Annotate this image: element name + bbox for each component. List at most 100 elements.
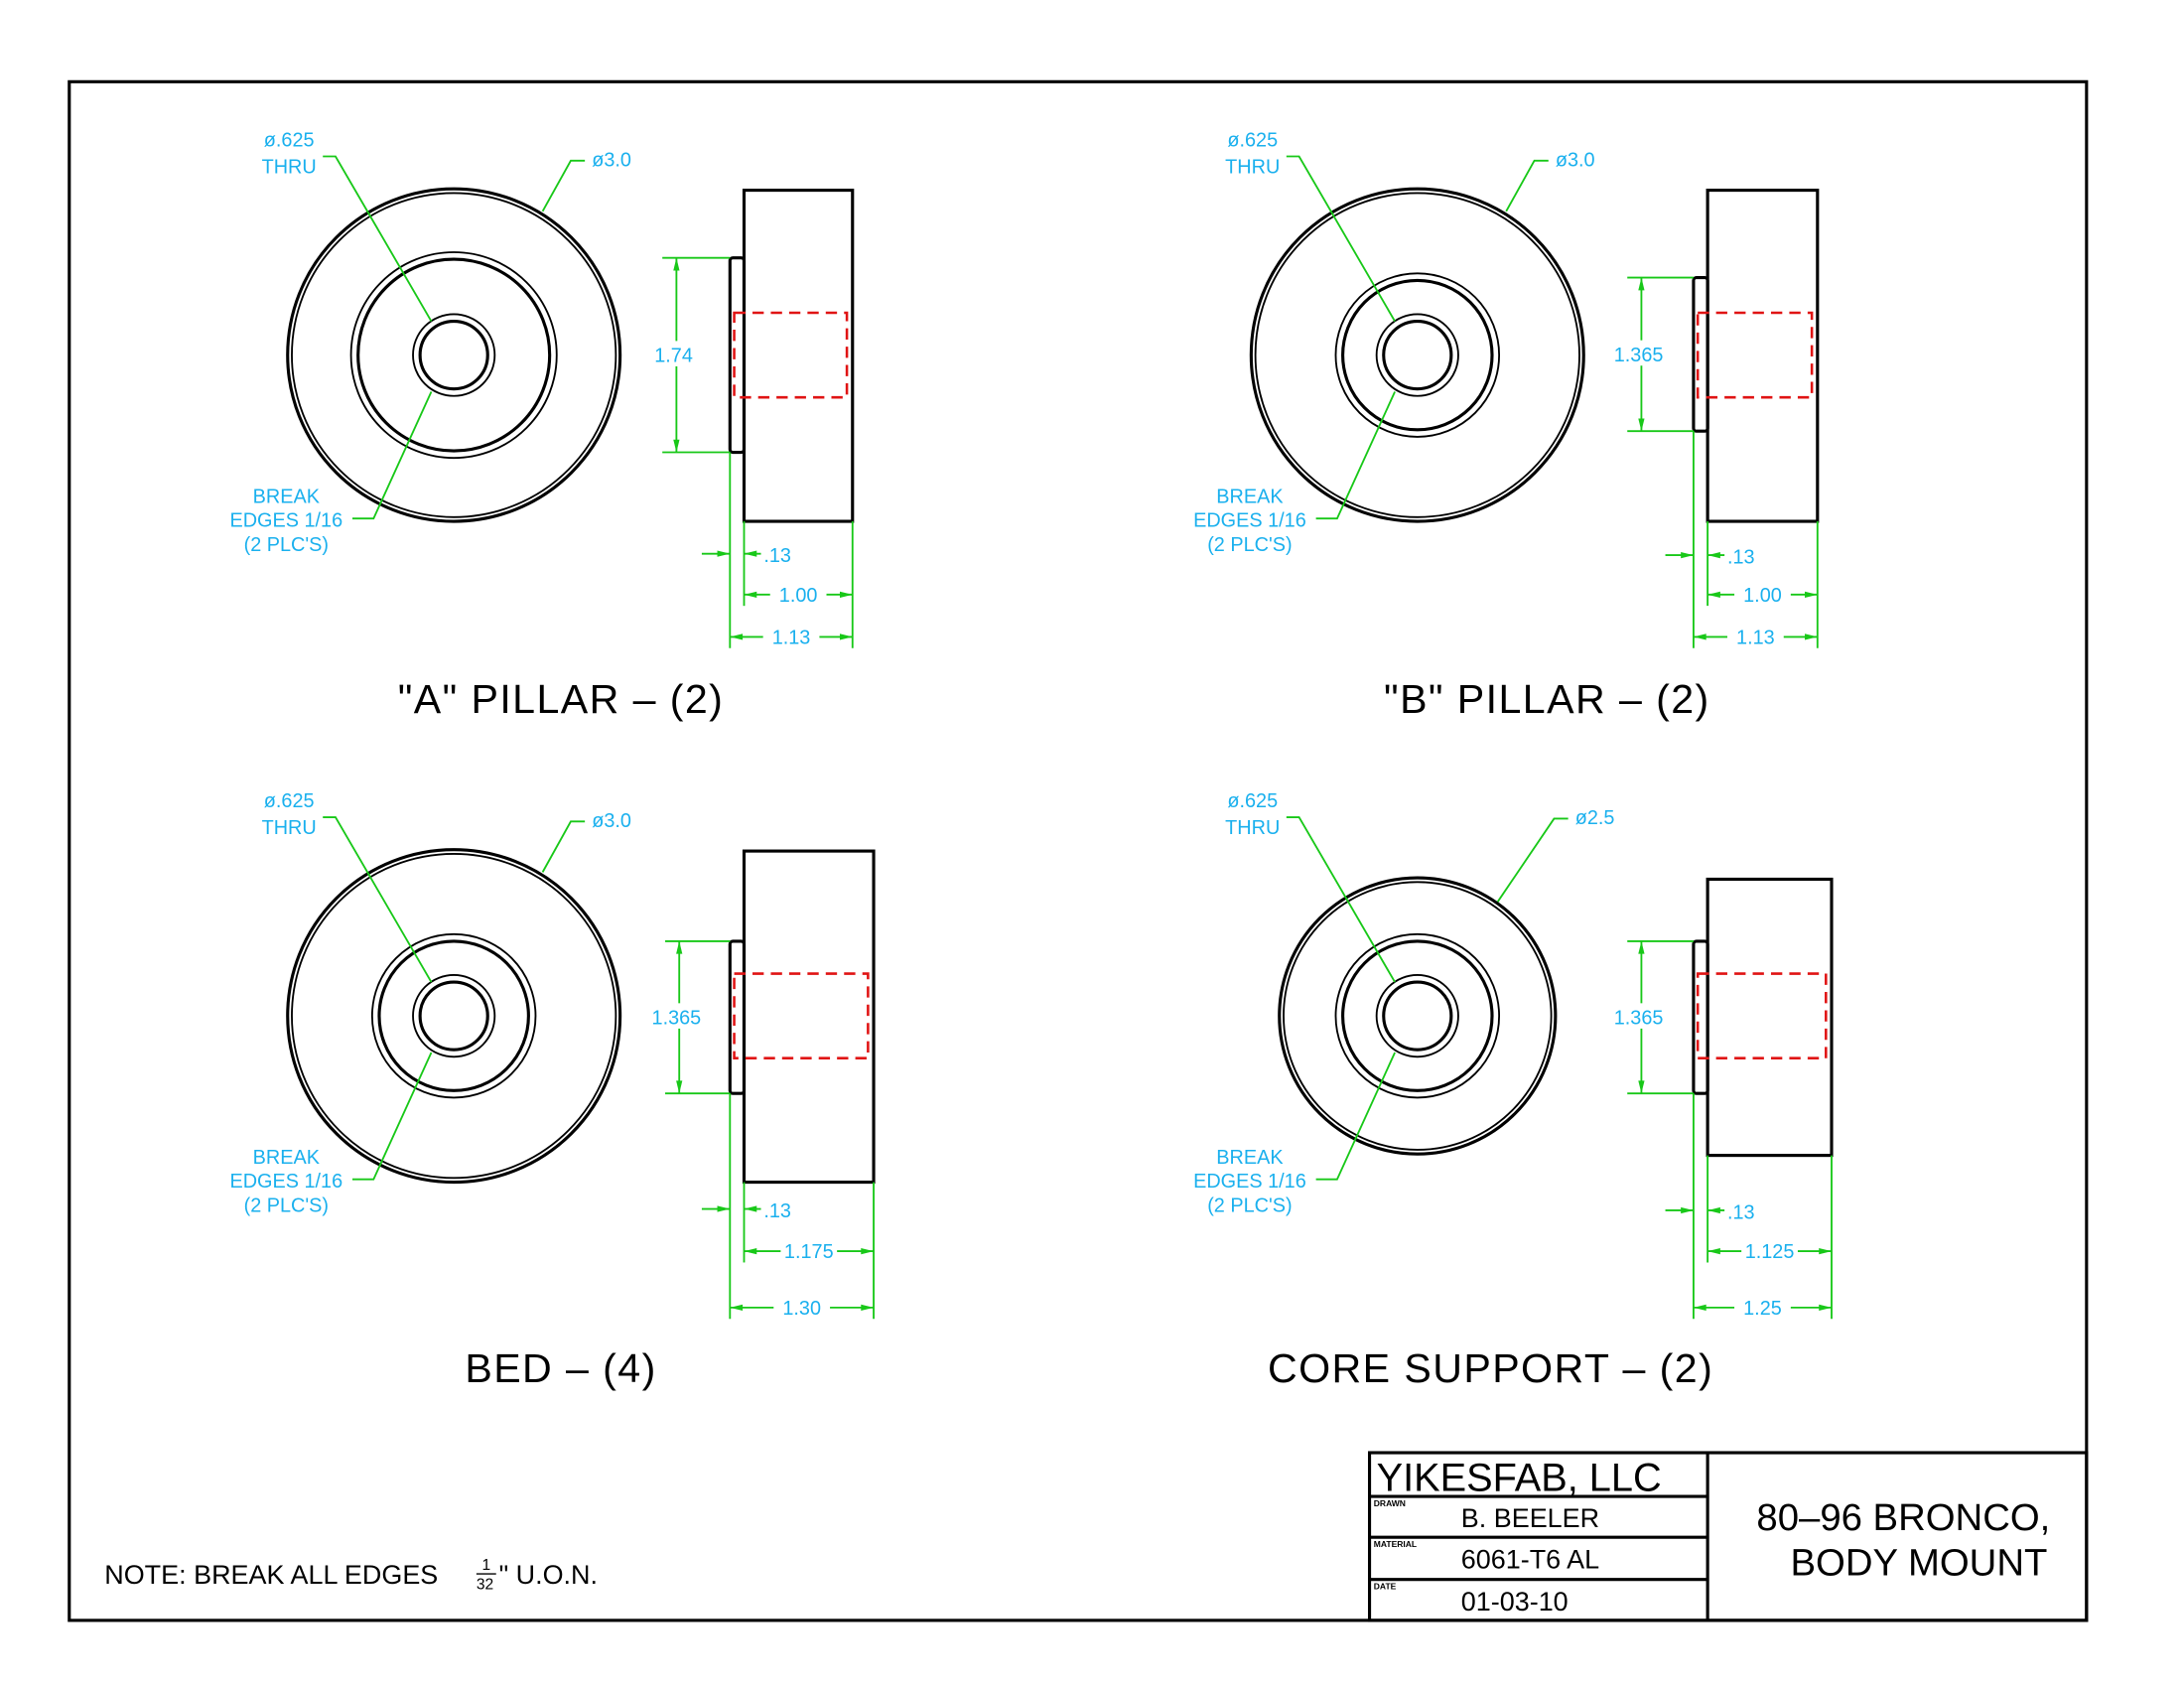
arrowhead-icon: [673, 439, 680, 453]
dimension-text-mask: [645, 341, 708, 366]
boss-diameter-dimension: 1.74: [654, 346, 693, 367]
dimension-text-mask: [773, 1295, 831, 1320]
break-edges-leader-line: [1315, 1052, 1396, 1181]
hole-callout: THRU: [1225, 157, 1280, 179]
note-text: NOTE: BREAK ALL EDGES: [104, 1560, 438, 1590]
date-label: DATE: [1374, 1582, 1397, 1592]
dimension-text-mask: [648, 1003, 711, 1029]
hidden-bore-lines: [1696, 311, 1814, 399]
arrowhead-icon: [1819, 1304, 1832, 1311]
outer-diameter-leader-line: [1505, 159, 1549, 212]
break-edges-callout: (2 PLC'S): [1207, 534, 1292, 556]
thru-hole-circle: [418, 319, 489, 391]
boss-chamfer-circle: [349, 251, 558, 460]
general-note: NOTE: BREAK ALL EDGES 1 32 " U.O.N.: [104, 1557, 598, 1594]
break-edges-callout: EDGES 1/16: [229, 1171, 342, 1193]
dimension-text-mask: [762, 624, 820, 648]
arrowhead-icon: [1707, 551, 1720, 559]
arrowhead-icon: [1805, 591, 1818, 598]
title-block-frame: [1367, 1451, 2089, 1622]
drawn-label: DRAWN: [1374, 1498, 1406, 1508]
arrowhead-icon: [1707, 591, 1720, 598]
hole-callout: ø.625: [1227, 130, 1278, 152]
hole-leader-line: [1286, 155, 1396, 323]
boss-chamfer-circle: [1334, 932, 1501, 1099]
arrowhead-icon: [744, 550, 757, 557]
overall-length-dimension: 1.25: [1743, 1298, 1782, 1320]
break-edges-callout: EDGES 1/16: [1193, 510, 1306, 532]
drawing-title-line1: 80–96 BRONCO,: [1756, 1496, 2050, 1539]
dimension-text-mask: [1610, 1003, 1673, 1029]
body-length-dimension: 1.00: [1743, 585, 1782, 607]
side-view-boss: [728, 939, 747, 1095]
arrowhead-icon: [1707, 1206, 1720, 1214]
outer-chamfer-circle: [291, 853, 617, 1180]
outer-diameter-circle: [286, 187, 622, 523]
break-edges-callout: EDGES 1/16: [1193, 1171, 1306, 1193]
side-view-body: [1706, 877, 1834, 1158]
overall-length-dimension: 1.13: [1736, 627, 1775, 648]
note-fraction-num: 1: [482, 1557, 491, 1574]
body-length-dimension: 1.00: [779, 585, 818, 607]
arrowhead-icon: [1681, 1206, 1694, 1214]
outer-diameter-leader-line: [1496, 817, 1569, 903]
arrowhead-icon: [1693, 633, 1706, 640]
boss-length-dimension: .13: [763, 1200, 791, 1222]
arrowhead-icon: [1638, 277, 1645, 291]
outer-diameter-callout: ø3.0: [592, 810, 631, 832]
arrowhead-icon: [730, 633, 744, 640]
arrowhead-icon: [1638, 940, 1645, 954]
side-view-body: [742, 849, 876, 1185]
note-suffix: " U.O.N.: [499, 1560, 598, 1590]
break-edges-callout: BREAK: [253, 487, 321, 508]
outer-diameter-leader-line: [541, 820, 586, 873]
arrowhead-icon: [861, 1304, 875, 1311]
hole-chamfer-circle: [412, 313, 496, 397]
arrowhead-icon: [717, 1205, 731, 1212]
hidden-bore-lines: [1696, 972, 1828, 1059]
arrowhead-icon: [744, 1247, 757, 1255]
part-title: CORE SUPPORT – (2): [1268, 1345, 1713, 1391]
boss-diameter-dimension: 1.365: [1614, 345, 1664, 366]
dimension-text-mask: [1726, 624, 1784, 648]
arrowhead-icon: [1638, 1080, 1645, 1094]
arrowhead-icon: [730, 1304, 744, 1311]
dimension-text-mask: [1734, 582, 1791, 607]
outer-chamfer-circle: [1254, 192, 1580, 518]
side-view-body: [1706, 189, 1820, 523]
outer-diameter-callout: ø2.5: [1575, 807, 1615, 829]
break-edges-leader-line: [1315, 391, 1396, 520]
arrowhead-icon: [1681, 551, 1694, 559]
hole-callout: THRU: [1225, 817, 1280, 839]
boss-length-dimension: .13: [763, 545, 791, 567]
arrowhead-icon: [839, 633, 853, 640]
boss-circle: [356, 257, 552, 453]
dimension-text-mask: [1734, 1295, 1791, 1320]
drawn-by: B. BEELER: [1461, 1503, 1599, 1533]
outer-diameter-leader-line: [541, 159, 586, 212]
note-fraction-den: 32: [477, 1577, 493, 1594]
thru-hole-circle: [1382, 319, 1453, 391]
drawing-title-line2: BODY MOUNT: [1791, 1541, 2048, 1584]
break-edges-callout: BREAK: [1216, 487, 1284, 508]
boss-circle: [377, 939, 530, 1092]
thru-hole-circle: [418, 980, 489, 1052]
outer-chamfer-circle: [291, 192, 617, 518]
arrowhead-icon: [839, 591, 853, 598]
company-name: YIKESFAB, LLC: [1377, 1456, 1662, 1499]
break-edges-callout: BREAK: [253, 1147, 321, 1169]
break-edges-leader-line: [352, 391, 433, 520]
break-edges-callout: (2 PLC'S): [1207, 1195, 1292, 1216]
hole-callout: ø.625: [264, 790, 315, 812]
outer-diameter-circle: [1278, 876, 1558, 1156]
date: 01-03-10: [1461, 1587, 1569, 1617]
side-view-boss: [728, 256, 747, 455]
break-edges-callout: BREAK: [1216, 1147, 1284, 1169]
title-block: YIKESFAB, LLC DRAWN B. BEELER MATERIAL 6…: [1367, 1451, 2089, 1622]
side-view-body: [742, 189, 855, 523]
body-length-dimension: 1.125: [1745, 1241, 1795, 1263]
break-edges-leader-line: [352, 1052, 433, 1181]
